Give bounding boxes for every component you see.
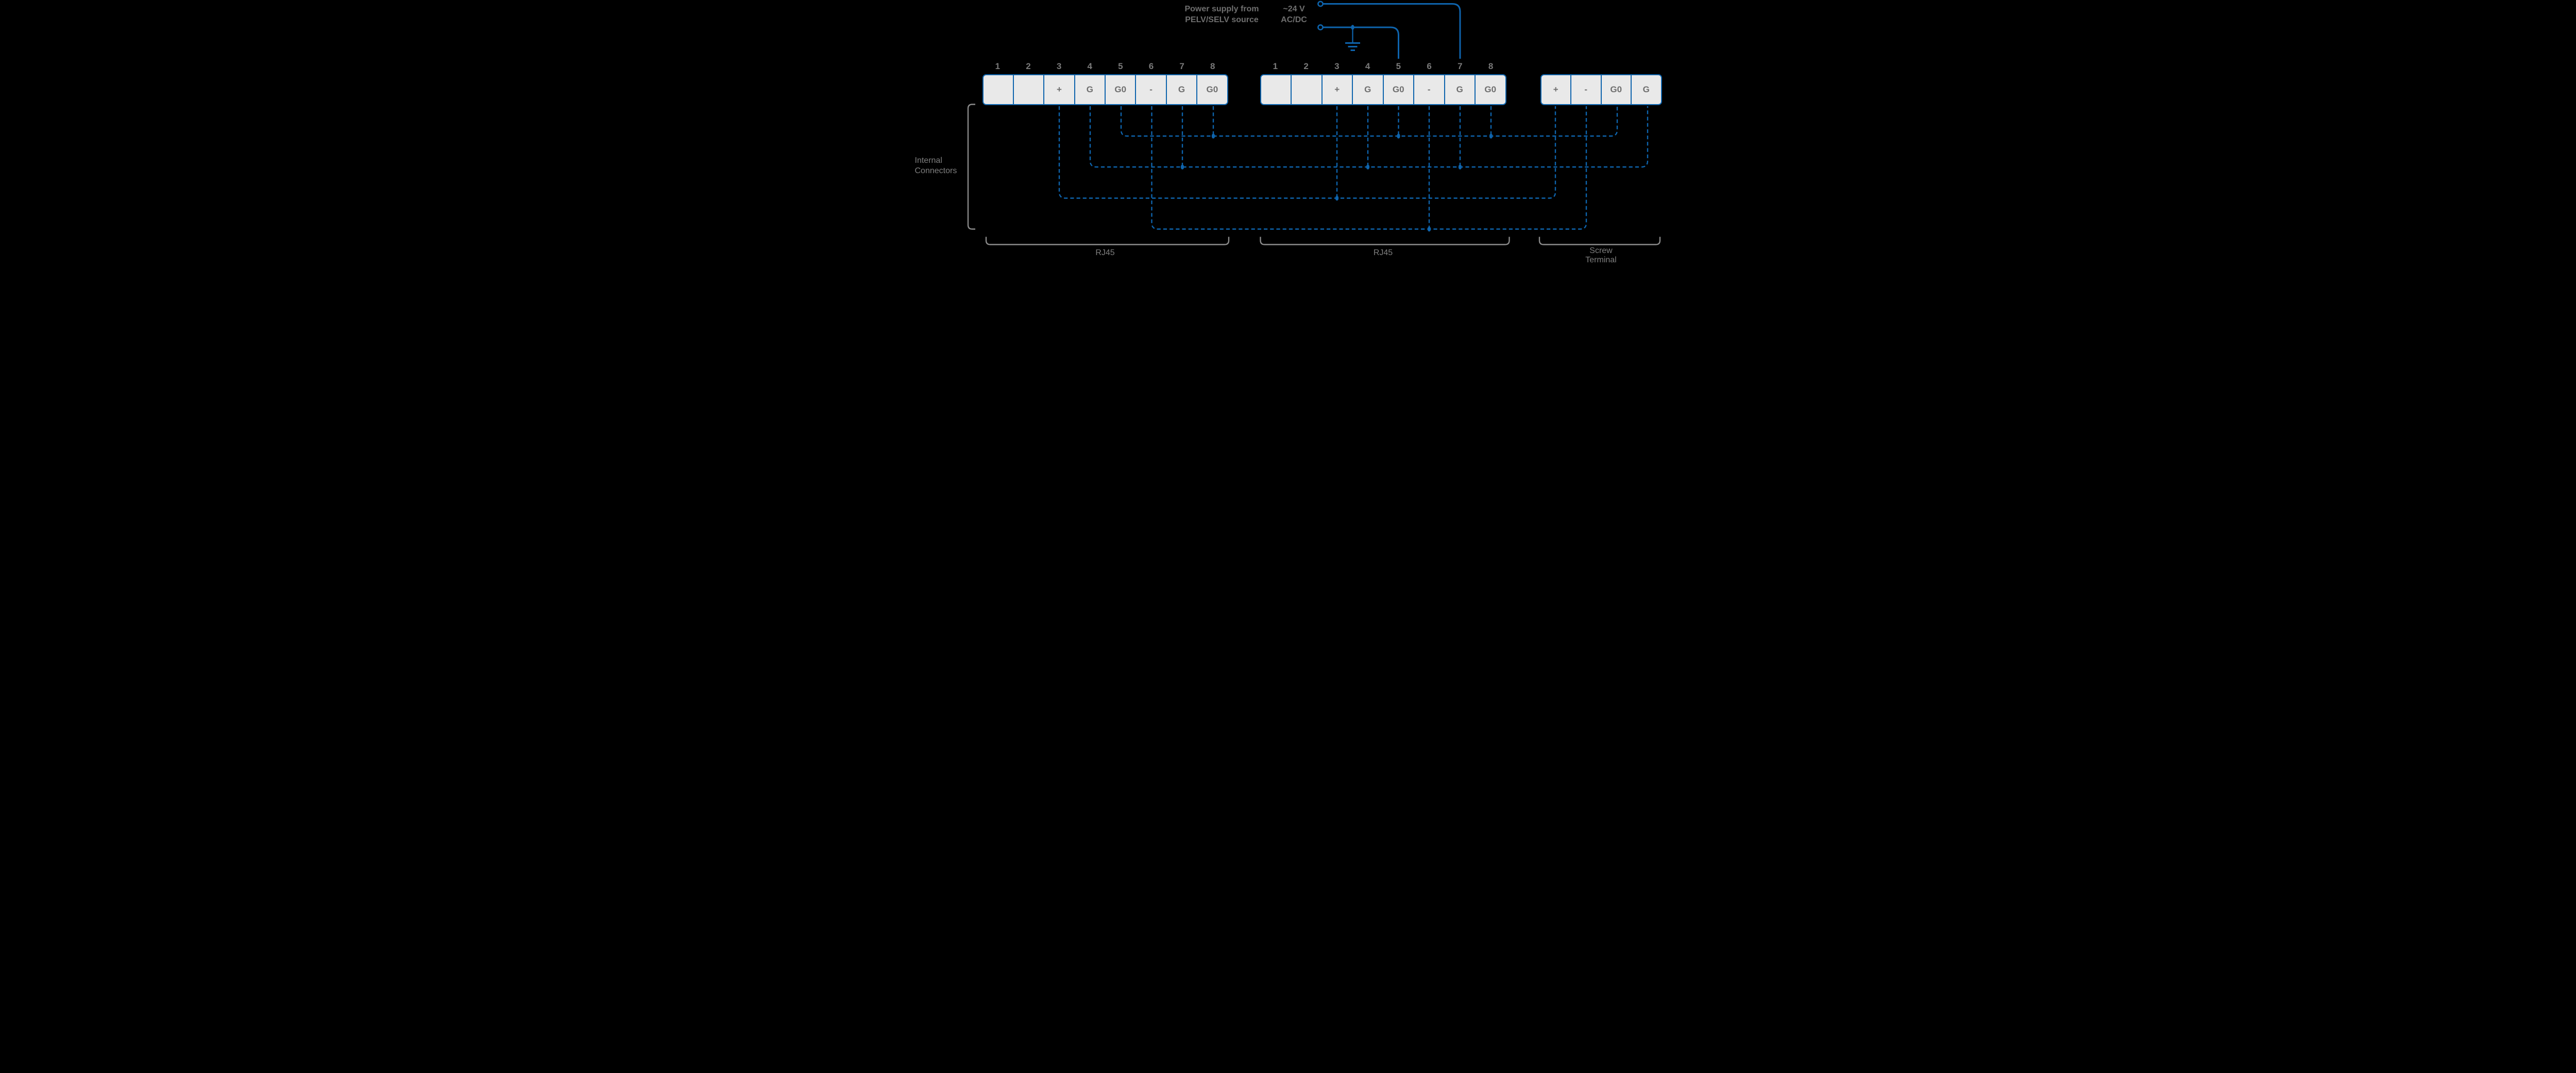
junction-dot: [1180, 164, 1184, 170]
wiring-layer: [967, 1, 1660, 245]
supply-terminal-icon: [1317, 1, 1324, 7]
rj45-1-label: RJ45: [1095, 248, 1115, 257]
voltage-label: ~24 V AC/DC: [1274, 4, 1315, 25]
screw-terminal-pin-cell: -: [1570, 75, 1601, 104]
rj45-1-pin-cell: [984, 75, 1013, 104]
pin-number: 1: [1273, 61, 1278, 71]
supply-terminal-icon: [1317, 24, 1324, 30]
screw-terminal-pin-cell: G: [1631, 75, 1661, 104]
screw-terminal-label-line1: Screw: [1589, 246, 1613, 255]
rj45-2-pin-cell: [1261, 75, 1291, 104]
pin-number: 1: [995, 61, 1001, 71]
internal-connectors-label-line2: Connectors: [914, 166, 957, 175]
ground-icon: [1345, 42, 1360, 51]
rj45-1-pin-cell: G0: [1196, 75, 1227, 104]
pin-number: 3: [1334, 61, 1340, 71]
rj45-2-bracket: [1259, 237, 1510, 245]
screw-terminal-connector: + - G0 G: [1540, 74, 1662, 105]
rj45-1-connector: + G G0 - G G0: [982, 74, 1228, 105]
supply-wire-to-pin5: [1323, 26, 1399, 59]
rj45-2-pin-cell: +: [1321, 75, 1352, 104]
junction-dot: [1396, 133, 1400, 139]
screw-terminal-pin-cell: G0: [1600, 75, 1631, 104]
rj45-2-label: RJ45: [1373, 248, 1393, 257]
g-bus-line: [1089, 106, 1648, 168]
voltage-label-line1: ~24 V: [1283, 5, 1305, 13]
screw-terminal-bracket: [1538, 237, 1660, 245]
junction-dot: [1427, 226, 1431, 232]
power-supply-label-line1: Power supply from: [1184, 5, 1259, 13]
rj45-2-pin-cell: G: [1444, 75, 1475, 104]
screw-terminal-label-line2: Terminal: [1585, 256, 1617, 264]
rj45-1-pin-numbers: 1 2 3 4 5 6 7 8: [982, 60, 1228, 73]
g0-bus-line: [1120, 106, 1618, 137]
pin-number: 4: [1365, 61, 1370, 71]
screw-terminal-label: Screw Terminal: [1540, 246, 1662, 265]
junction-dot: [1211, 133, 1215, 139]
pin-number: 7: [1179, 61, 1184, 71]
junction-dot: [1458, 164, 1462, 170]
voltage-label-line2: AC/DC: [1281, 15, 1307, 24]
pin-number: 8: [1210, 61, 1215, 71]
pin-number: 7: [1458, 61, 1463, 71]
junction-dot: [1489, 133, 1493, 139]
pin-number: 6: [1427, 61, 1432, 71]
rj45-1-pin-cell: -: [1135, 75, 1165, 104]
pin-number: 2: [1026, 61, 1031, 71]
pin-number: 8: [1488, 61, 1494, 71]
internal-connectors-label-line1: Internal: [914, 156, 942, 165]
rj45-2-pin-cell: [1291, 75, 1321, 104]
minus-bus-line: [1150, 106, 1587, 230]
plus-bus-line: [1058, 106, 1556, 199]
rj45-1-pin-cell: G: [1074, 75, 1105, 104]
diagram-canvas: Power supply from PELV/SELV source ~24 V…: [912, 0, 1664, 269]
rj45-1-pin-cell: +: [1043, 75, 1074, 104]
power-supply-label: Power supply from PELV/SELV source: [1173, 4, 1271, 25]
junction-dot: [1366, 164, 1369, 170]
internal-connectors-bracket: [967, 104, 975, 230]
rj45-2-pin-cell: -: [1413, 75, 1444, 104]
rj45-2-pin-cell: G0: [1475, 75, 1505, 104]
rj45-1-pin-cell: G0: [1105, 75, 1135, 104]
rj45-2-connector: + G G0 - G G0: [1260, 74, 1506, 105]
rj45-1-pin-cell: G: [1165, 75, 1196, 104]
pin-number: 5: [1396, 61, 1401, 71]
rj45-2-pin-numbers: 1 2 3 4 5 6 7 8: [1260, 60, 1506, 73]
pin-number: 6: [1148, 61, 1154, 71]
pin-number: 5: [1118, 61, 1123, 71]
rj45-1-bracket: [985, 237, 1229, 245]
rj45-2-pin-cell: G0: [1382, 75, 1414, 104]
pin-number: 4: [1087, 61, 1092, 71]
pin-number: 3: [1056, 61, 1062, 71]
power-supply-label-line2: PELV/SELV source: [1185, 15, 1259, 24]
rj45-2-pin-cell: G: [1352, 75, 1383, 104]
junction-dot: [1335, 195, 1338, 201]
rj45-1-pin-cell: [1012, 75, 1043, 104]
pin-number: 2: [1303, 61, 1309, 71]
screw-terminal-pin-cell: +: [1553, 85, 1558, 94]
supply-wire-to-pin7: [1323, 3, 1461, 59]
internal-connectors-label: Internal Connectors: [915, 156, 957, 176]
